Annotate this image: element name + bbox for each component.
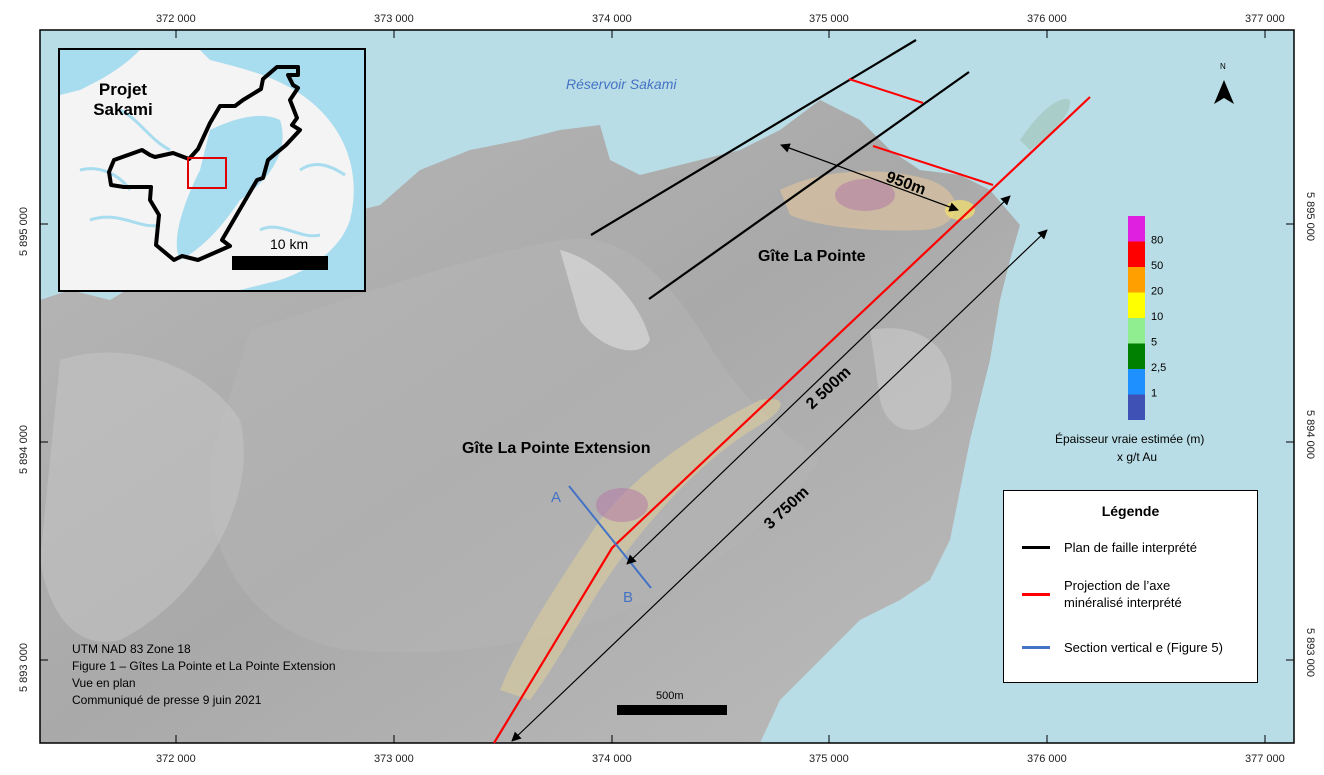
colorbar-label: 20 [1151, 286, 1163, 298]
inset-water [60, 50, 140, 95]
x-tick-label: 377 000 [1245, 13, 1285, 25]
mineralized-axis-width [848, 78, 924, 104]
footnote-line: Communiqué de presse 9 juin 2021 [72, 693, 262, 707]
footnote-line: Vue en plan [72, 676, 136, 690]
legend-label: Section vertical e (Figure 5) [1064, 640, 1223, 655]
colorbar-caption-line2: x g/t Au [1117, 450, 1157, 464]
colorbar-segment [1128, 394, 1145, 420]
colorbar-caption-line1: Épaisseur vraie estimée (m) [1055, 431, 1204, 446]
project-boundary [107, 65, 302, 262]
colorbar-segment [1128, 292, 1145, 318]
colorbar-segment [1128, 343, 1145, 369]
x-axis-labels-bottom: 372 000 373 000 374 000 375 000 376 000 … [156, 753, 1285, 765]
grade-zone [596, 488, 648, 522]
x-tick-label: 374 000 [592, 753, 632, 765]
legend-swatch-blue [1022, 646, 1050, 649]
deposit-label-extension: Gîte La Pointe Extension [462, 440, 650, 457]
footnote-line: UTM NAD 83 Zone 18 [72, 642, 191, 656]
section-label-a: A [551, 489, 561, 506]
inset-map: Projet Sakami 10 km [58, 48, 366, 292]
x-tick-label: 375 000 [809, 13, 849, 25]
colorbar-segment [1128, 267, 1145, 293]
x-axis-labels-top: 372 000 373 000 374 000 375 000 376 000 … [156, 13, 1285, 25]
colorbar-segment [1128, 241, 1145, 267]
x-tick-label: 372 000 [156, 13, 196, 25]
deposit-label-la-pointe: Gîte La Pointe [758, 248, 866, 265]
legend-title: Légende [1101, 503, 1160, 519]
y-tick-label: 5 894 000 [1304, 410, 1316, 459]
y-tick-label: 5 893 000 [18, 643, 30, 692]
colorbar-label: 10 [1151, 311, 1163, 323]
x-axis-ticks [175, 30, 1266, 743]
legend-box: Légende Plan de faille interprété Projec… [1003, 490, 1258, 683]
y-axis-labels-right: 5 895 000 5 894 000 5 893 000 [1304, 192, 1316, 677]
legend-swatch-red [1022, 592, 1050, 596]
scale-bar-label: 500m [656, 690, 684, 702]
y-tick-label: 5 893 000 [1304, 628, 1316, 677]
y-tick-label: 5 895 000 [18, 207, 30, 256]
colorbar-label: 80 [1151, 235, 1163, 247]
inset-scale-bar [232, 256, 328, 270]
colorbar-label: 1 [1151, 388, 1157, 400]
x-tick-label: 376 000 [1027, 753, 1067, 765]
legend-item-section: Section vertical e (Figure 5) [1022, 639, 1223, 656]
land-ridge [40, 352, 244, 642]
dimension-arrow-3750 [511, 229, 1048, 742]
x-tick-label: 372 000 [156, 753, 196, 765]
section-label-b: B [623, 589, 633, 606]
colorbar-label: 5 [1151, 337, 1157, 349]
y-axis-ticks [40, 223, 1294, 661]
north-arrow-label: N [1220, 62, 1226, 71]
colorbar-segment [1128, 318, 1145, 344]
scale-bar [617, 705, 727, 715]
y-tick-label: 5 894 000 [18, 425, 30, 474]
footnote-line: Figure 1 – Gîtes La Pointe et La Pointe … [72, 659, 336, 673]
colorbar-label: 2,5 [1151, 362, 1166, 374]
map-extent-box [187, 157, 227, 189]
x-tick-label: 376 000 [1027, 13, 1067, 25]
x-tick-label: 377 000 [1245, 753, 1285, 765]
legend-item-fault: Plan de faille interprété [1022, 539, 1197, 556]
map-footnote: UTM NAD 83 Zone 18 Figure 1 – Gîtes La P… [72, 641, 336, 709]
inset-scale-label: 10 km [270, 236, 309, 252]
legend-label: Projection de l’axe minéralisé interprét… [1064, 578, 1182, 610]
grade-color-bar: 80 50 20 10 5 2,5 1 [1128, 216, 1166, 420]
legend-item-axis: Projection de l’axe minéralisé interprét… [1022, 577, 1204, 611]
colorbar-label: 50 [1151, 260, 1163, 272]
x-tick-label: 375 000 [809, 753, 849, 765]
y-tick-label: 5 895 000 [1304, 192, 1316, 241]
deposit-footprint-north [1020, 99, 1071, 150]
x-tick-label: 373 000 [374, 13, 414, 25]
map-frame [39, 29, 1295, 744]
x-tick-label: 373 000 [374, 753, 414, 765]
colorbar-segment [1128, 369, 1145, 395]
inset-water [200, 50, 364, 290]
inset-water [176, 115, 283, 260]
colorbar-segment [1128, 216, 1145, 242]
legend-swatch-black [1022, 546, 1050, 549]
inset-map-drawing [60, 50, 364, 290]
inset-title: Projet Sakami [93, 80, 153, 119]
y-axis-labels-left: 5 895 000 5 894 000 5 893 000 [18, 207, 30, 692]
x-tick-label: 374 000 [592, 13, 632, 25]
north-arrow-icon [1214, 80, 1234, 104]
water-label: Réservoir Sakami [566, 76, 677, 92]
legend-label: Plan de faille interprété [1064, 540, 1197, 555]
